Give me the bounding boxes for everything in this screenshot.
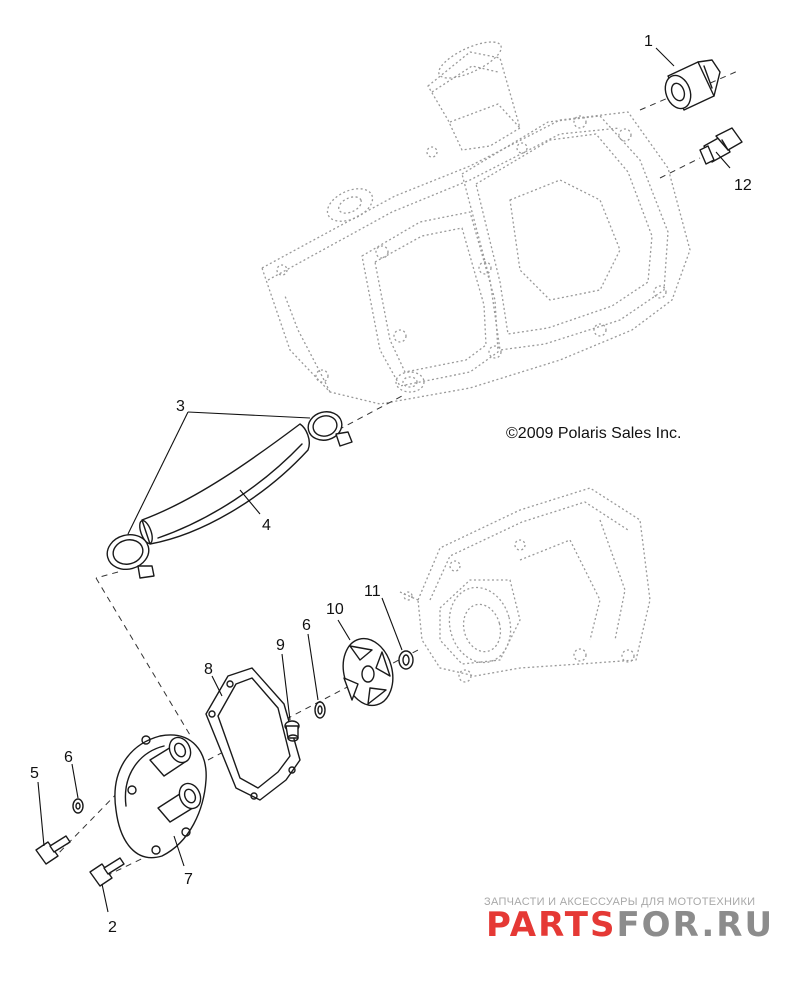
watermark-brand-right: FOR.RU [616, 905, 774, 945]
callout-3: 3 [176, 398, 185, 415]
thermostat-cap-part [664, 59, 721, 111]
bolt-lower-part [89, 857, 125, 887]
bolt-upper-part [35, 835, 71, 865]
lower-washer-part [72, 798, 84, 814]
temperature-sensor-part [699, 127, 743, 165]
callout-10: 10 [326, 601, 344, 618]
watermark-brand: PARTSFOR.RU [486, 905, 774, 945]
callout-12: 12 [734, 177, 752, 194]
leader-lines [37, 47, 731, 913]
watermark: ЗАПЧАСТИ И АКСЕССУАРЫ ДЛЯ МОТОТЕХНИКИ PA… [484, 896, 774, 945]
callout-5: 5 [30, 765, 39, 782]
water-pump-cover-part [114, 734, 207, 859]
water-pump-impeller-part [342, 637, 394, 707]
engine-cylinder-head [261, 41, 691, 405]
callout-numbers: 1 12 3 4 5 6 2 7 8 9 6 10 11 [30, 33, 752, 936]
callout-6-upper: 6 [302, 617, 311, 634]
lower-hose-clamp-part [106, 534, 155, 579]
upper-washer-part [314, 701, 326, 719]
watermark-brand-left: PARTS [486, 905, 616, 945]
drain-plug-part [284, 720, 300, 742]
callout-9: 9 [276, 637, 285, 654]
water-pump-seal-part [398, 650, 414, 670]
upper-hose-clamp-part [307, 411, 353, 447]
pump-cover-gasket-part [205, 667, 301, 801]
callout-4: 4 [262, 517, 271, 534]
coolant-hose-part [139, 423, 310, 545]
copyright-text: ©2009 Polaris Sales Inc. [506, 425, 681, 442]
callout-11: 11 [364, 583, 381, 600]
callout-1: 1 [644, 33, 653, 50]
callout-2: 2 [108, 919, 117, 936]
callout-7: 7 [184, 871, 193, 888]
callout-6-lower: 6 [64, 749, 73, 766]
callout-8: 8 [204, 661, 213, 678]
engine-crankcase [399, 487, 651, 683]
watermark-tagline: ЗАПЧАСТИ И АКСЕССУАРЫ ДЛЯ МОТОТЕХНИКИ [484, 896, 755, 908]
